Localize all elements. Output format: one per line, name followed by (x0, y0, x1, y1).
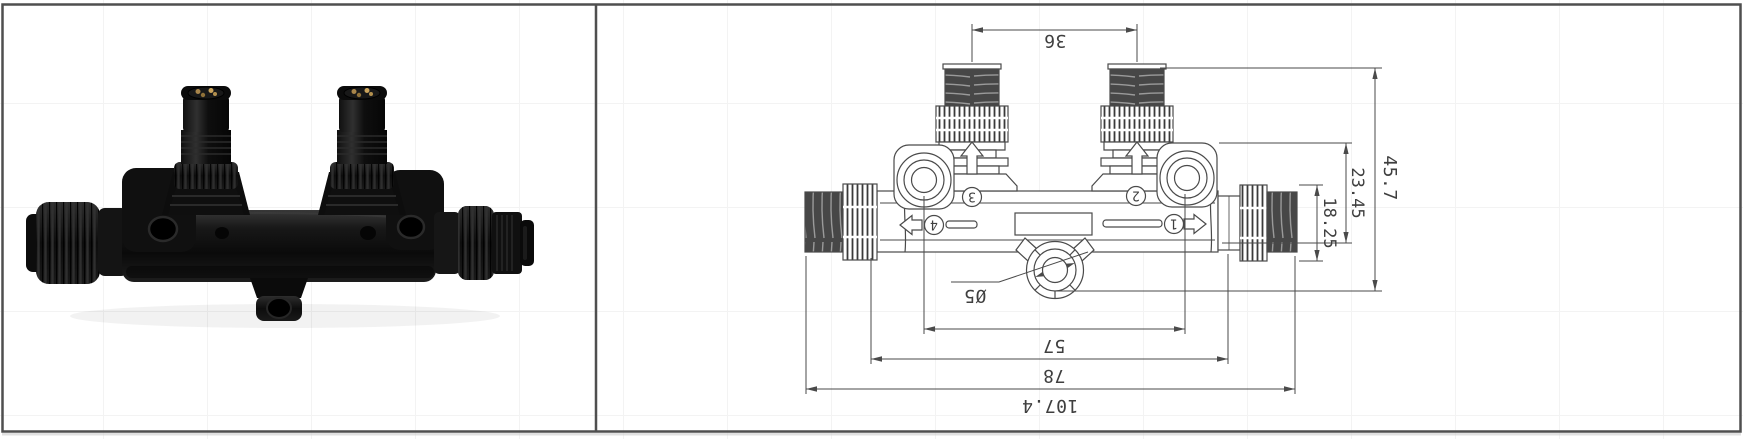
connector-pin (195, 89, 201, 94)
port-label-1: 1 (1163, 213, 1185, 235)
drawing-label-plate (1014, 212, 1093, 236)
bottom-port-photo (250, 278, 308, 321)
port-label-4: 4 (923, 214, 945, 236)
connector-pin (200, 92, 206, 98)
dimension-36: 36 (971, 24, 1138, 62)
top-connector-photo-2 (318, 86, 406, 215)
drawing-front-boss-left (893, 144, 955, 210)
svg-text:3: 3 (968, 189, 976, 204)
angled-port-hole-left (147, 215, 179, 243)
connector-pin (356, 92, 362, 98)
drawing-front-boss-right (1156, 142, 1218, 208)
drawing-right-coupling-nut (1239, 184, 1268, 262)
dimension-label-23-45: 23.45 (1347, 167, 1367, 218)
svg-text:4: 4 (930, 217, 938, 232)
flow-arrow-left-icon (899, 214, 923, 236)
dimension-label-hole-diameter: Ø5 (964, 285, 987, 306)
connector-pin (208, 88, 214, 93)
dimension-label-107-4: 107.4 (1022, 395, 1079, 416)
connector-pin (364, 88, 370, 93)
right-thread-photo (492, 212, 534, 274)
connector-pin (351, 89, 357, 94)
top-connector-photo-1 (162, 86, 250, 215)
product-photo (26, 86, 534, 328)
drawing-left-coupling-nut (842, 183, 878, 261)
dimension-78: 78 (870, 254, 1229, 386)
dimension-label-36: 36 (1044, 30, 1067, 51)
dimension-hole-diameter: Ø5 (951, 251, 1089, 306)
angled-port-hole-right (396, 214, 426, 240)
flow-arrow-right-icon (1183, 213, 1207, 235)
dimension-45-7: 45.7 (1056, 67, 1400, 292)
dimension-23-45: 23.45 (1219, 142, 1367, 244)
body-tube (122, 210, 436, 282)
dimension-label-45-7: 45.7 (1379, 155, 1400, 200)
port-label-2: 2 (1125, 185, 1147, 207)
dimension-label-18-25: 18.25 (1319, 197, 1339, 248)
svg-text:1: 1 (1170, 216, 1178, 231)
frame-shadow (2, 433, 1741, 436)
frame-border (1, 3, 1742, 433)
dimension-label-78: 78 (1043, 365, 1066, 386)
port-label-3: 3 (961, 186, 983, 208)
drawing-left-thread (804, 191, 844, 253)
connector-pin (213, 92, 217, 96)
drawing-right-thread (1266, 191, 1298, 253)
dimension-107-4: 107.4 (805, 256, 1296, 416)
svg-text:2: 2 (1132, 188, 1140, 203)
left-coupling-nut (36, 202, 100, 284)
right-coupling-nut (458, 206, 494, 280)
connector-pin (369, 92, 373, 96)
dimension-57: 57 (923, 194, 1186, 356)
dimension-18-25: 18.25 (1299, 184, 1339, 262)
dimension-label-57: 57 (1043, 335, 1066, 356)
technical-drawing: 3 4 2 1 36 45.7 (804, 24, 1400, 416)
